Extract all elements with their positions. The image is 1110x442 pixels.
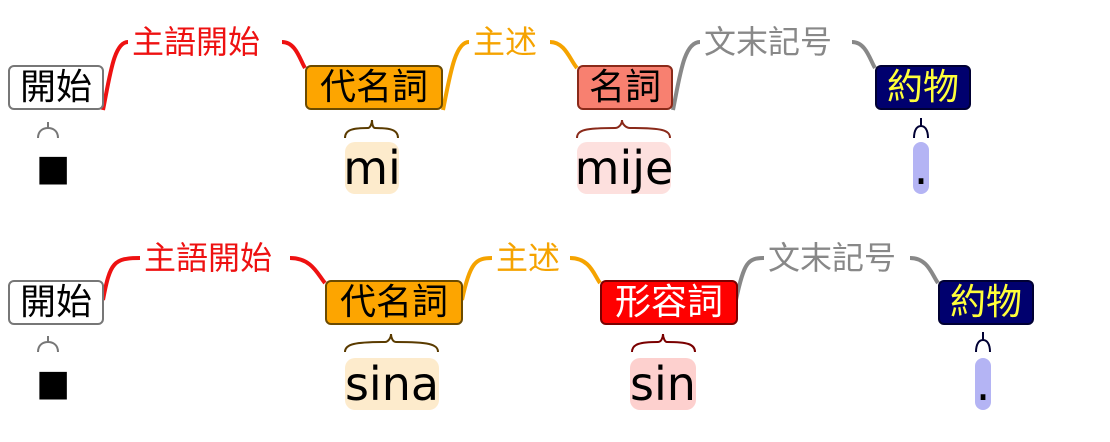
brace-start-row2 xyxy=(37,336,59,353)
brace-punct-row2 xyxy=(975,332,991,353)
relation-final-mark-row1: 文末記号 xyxy=(700,26,837,58)
relation-predicate-row2: 主述 xyxy=(492,242,565,274)
word-pronoun-row2: sina xyxy=(344,357,440,411)
arc-predicate-row1 xyxy=(441,40,579,111)
word-noun-row1: mije xyxy=(574,141,674,195)
arc-subject-row1 xyxy=(101,40,307,111)
brace-start-row1 xyxy=(37,122,59,139)
relation-subject-start-row2: 主語開始 xyxy=(140,242,277,274)
word-adjective-row2: sin xyxy=(630,357,696,411)
arc-subject-row2 xyxy=(101,256,327,301)
relation-subject-start-row1: 主語開始 xyxy=(128,26,265,58)
brace-pron-row2 xyxy=(344,333,439,353)
tag-punct-row1: 約物 xyxy=(875,65,971,110)
tag-pronoun-row2: 代名詞 xyxy=(325,280,463,325)
word-pronoun-row1: mi xyxy=(343,141,401,195)
word-start-marker-row1: ■ xyxy=(35,148,70,189)
tag-pronoun-row1: 代名詞 xyxy=(305,65,443,110)
brace-adj-row2 xyxy=(631,333,696,353)
relation-predicate-row1: 主述 xyxy=(469,26,542,58)
arc-final-row1 xyxy=(671,40,877,111)
word-punct-row2: . xyxy=(975,357,991,411)
tag-start-row1: 開始 xyxy=(8,65,104,110)
tag-adjective-row2: 形容詞 xyxy=(600,280,738,325)
tag-start-row2: 開始 xyxy=(8,280,104,325)
arc-predicate-row2 xyxy=(460,256,602,301)
tag-punct-row2: 約物 xyxy=(938,280,1034,325)
brace-punct-row1 xyxy=(913,118,929,139)
relation-final-mark-row2: 文末記号 xyxy=(764,242,901,274)
word-start-marker-row2: ■ xyxy=(35,363,70,404)
word-punct-row1: . xyxy=(913,141,929,195)
brace-noun-row1 xyxy=(576,119,671,139)
tag-noun-row1: 名詞 xyxy=(577,65,673,110)
brace-pron-row1 xyxy=(344,119,399,139)
